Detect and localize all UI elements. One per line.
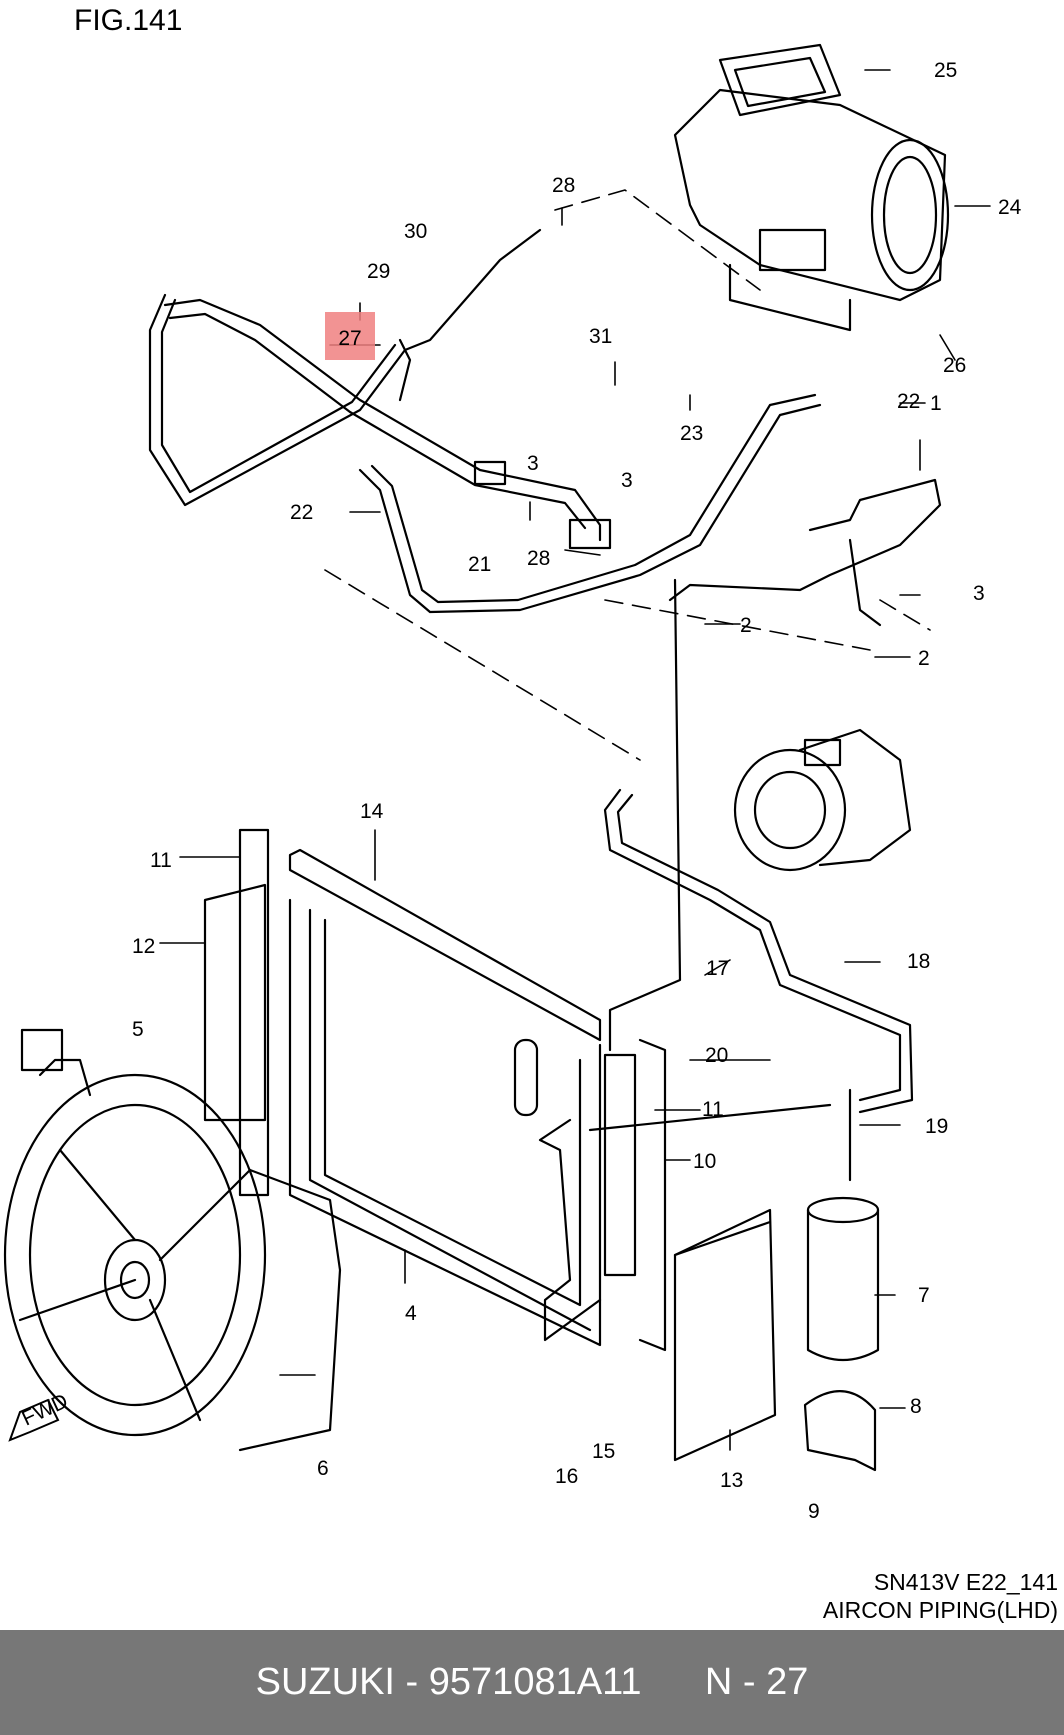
callout-13: 13 bbox=[720, 1469, 743, 1492]
callout-18: 18 bbox=[907, 950, 930, 973]
pipe-lines-drawing bbox=[358, 393, 942, 1342]
figure-title: FIG.141 bbox=[74, 4, 183, 37]
callout-6: 6 bbox=[317, 1457, 329, 1480]
callout-4: 4 bbox=[405, 1302, 417, 1325]
footer-part-number: 9571081A11 bbox=[428, 1661, 642, 1703]
callout-2b: 2 bbox=[918, 647, 930, 670]
reference-lines bbox=[324, 189, 931, 761]
callout-22b: 22 bbox=[897, 390, 920, 413]
callout-5: 5 bbox=[132, 1018, 144, 1041]
callout-22: 22 bbox=[290, 501, 313, 524]
footer-gap bbox=[642, 1661, 705, 1704]
callout-7: 7 bbox=[918, 1284, 930, 1307]
callout-14: 14 bbox=[360, 800, 384, 823]
highlight-27-label: 27 bbox=[338, 327, 361, 350]
callout-2: 2 bbox=[740, 614, 752, 637]
callout-1: 1 bbox=[930, 392, 942, 415]
callout-24: 24 bbox=[998, 196, 1022, 219]
figure-code: SN413V E22_141 bbox=[873, 1569, 1058, 1595]
callout-labels: 1 2 2 3 3 3 4 5 6 7 8 9 10 11 11 12 13 1… bbox=[132, 59, 1022, 1523]
callout-3c: 3 bbox=[973, 582, 985, 605]
callout-17: 17 bbox=[706, 957, 729, 980]
callout-19: 19 bbox=[925, 1115, 948, 1138]
callout-16: 16 bbox=[555, 1465, 578, 1488]
receiver-drier-drawing bbox=[803, 1196, 880, 1472]
condenser-drawing bbox=[203, 828, 667, 1352]
footer-bar: SUZUKI - 9571081A11 N - 27 bbox=[0, 1630, 1064, 1735]
hvac-unit-drawing bbox=[673, 43, 950, 332]
callout-8: 8 bbox=[910, 1395, 922, 1418]
callout-3: 3 bbox=[527, 452, 539, 475]
callout-29: 29 bbox=[367, 260, 390, 283]
callout-30: 30 bbox=[404, 220, 427, 243]
callout-3b: 3 bbox=[621, 469, 633, 492]
fan-assembly-drawing bbox=[3, 1028, 342, 1452]
callout-12: 12 bbox=[132, 935, 155, 958]
callout-31: 31 bbox=[589, 325, 612, 348]
callout-10: 10 bbox=[693, 1150, 716, 1173]
suction-pipe-drawing bbox=[148, 228, 612, 550]
leader-lines bbox=[159, 69, 991, 1451]
compressor-drawing bbox=[733, 728, 912, 872]
figure-subtitle: AIRCON PIPING(LHD) bbox=[822, 1597, 1058, 1623]
callout-25: 25 bbox=[934, 59, 957, 82]
callout-21: 21 bbox=[468, 553, 491, 576]
callout-23: 23 bbox=[680, 422, 703, 445]
callout-15: 15 bbox=[592, 1440, 615, 1463]
callout-28: 28 bbox=[552, 174, 575, 197]
callout-20: 20 bbox=[705, 1044, 728, 1067]
callout-9: 9 bbox=[808, 1500, 820, 1523]
callout-28b: 28 bbox=[527, 547, 550, 570]
callout-11b: 11 bbox=[702, 1098, 724, 1121]
callout-11: 11 bbox=[150, 849, 172, 872]
aircon-piping-diagram: 27 FWD 1 2 2 3 3 3 4 5 6 7 8 9 10 11 11 … bbox=[3, 43, 1022, 1523]
highlight-27-box bbox=[325, 312, 375, 360]
fwd-arrow-icon: FWD bbox=[8, 1389, 71, 1442]
side-seal-drawing bbox=[673, 1208, 777, 1462]
callout-26: 26 bbox=[943, 354, 966, 377]
footer-separator: - bbox=[395, 1661, 429, 1703]
footer-position: N - 27 bbox=[704, 1661, 809, 1703]
footer-brand: SUZUKI bbox=[255, 1661, 395, 1703]
